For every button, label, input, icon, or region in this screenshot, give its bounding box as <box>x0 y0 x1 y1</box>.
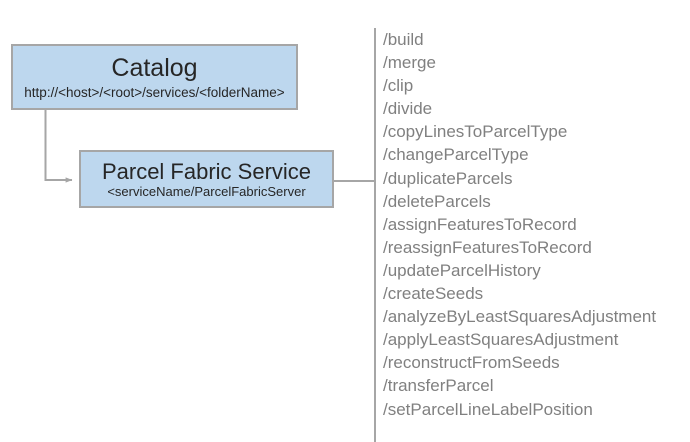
operation-item: /transferParcel <box>383 376 494 396</box>
operation-item: /copyLinesToParcelType <box>383 122 568 142</box>
parcel-fabric-service-node-subtitle: <serviceName/ParcelFabricServer <box>107 183 306 199</box>
catalog-node-subtitle: http://<host>/<root>/services/<folderNam… <box>24 84 285 100</box>
operation-item: /analyzeByLeastSquaresAdjustment <box>383 307 657 327</box>
operation-item: /reassignFeaturesToRecord <box>383 237 592 257</box>
operation-item: /duplicateParcels <box>383 168 513 188</box>
operations-list: /build /merge /clip /divide /copyLinesTo… <box>374 28 690 442</box>
catalog-node-title: Catalog <box>111 54 198 83</box>
operation-item: /reconstructFromSeeds <box>383 353 560 373</box>
operation-item: /deleteParcels <box>383 191 491 211</box>
operation-item: /changeParcelType <box>383 145 529 165</box>
operation-item: /divide <box>383 99 433 119</box>
operation-item: /clip <box>383 76 414 96</box>
operation-item: /merge <box>383 53 436 73</box>
operation-item: /updateParcelHistory <box>383 260 541 280</box>
operation-item: /createSeeds <box>383 284 484 304</box>
operation-item: /assignFeaturesToRecord <box>383 214 577 234</box>
parcel-fabric-service-node: Parcel Fabric Service <serviceName/Parce… <box>79 150 334 208</box>
operation-item: /build <box>383 30 424 49</box>
catalog-node: Catalog http://<host>/<root>/services/<f… <box>11 44 298 110</box>
parcel-fabric-service-node-title: Parcel Fabric Service <box>101 158 312 184</box>
operation-item: /setParcelLineLabelPosition <box>383 399 593 419</box>
operation-item: /applyLeastSquaresAdjustment <box>383 330 619 350</box>
connector-catalog-to-service <box>44 110 73 183</box>
